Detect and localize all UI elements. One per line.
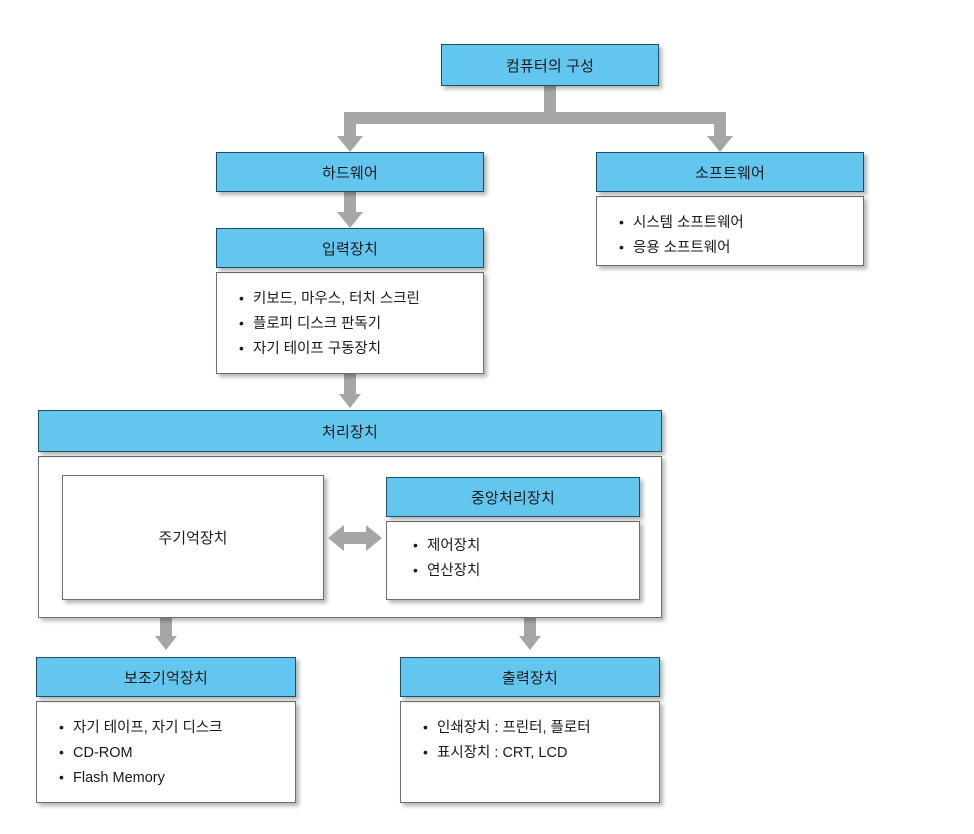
arrow-hardware-to-input [337, 212, 363, 228]
cpu-item-list: 제어장치 연산장치 [387, 522, 639, 584]
list-item: Flash Memory [59, 765, 295, 791]
list-item: 키보드, 마우스, 터치 스크린 [239, 286, 483, 312]
node-cpu-body: 제어장치 연산장치 [386, 521, 640, 600]
list-item: 인쇄장치 : 프린터, 플로터 [423, 715, 659, 741]
node-software-label: 소프트웨어 [694, 164, 765, 182]
node-software-header[interactable]: 소프트웨어 [596, 152, 864, 192]
list-item: 자기 테이프 구동장치 [239, 336, 483, 362]
list-item: 응용 소프트웨어 [619, 235, 863, 261]
list-item: CD-ROM [59, 740, 295, 766]
arrow-to-processing-unit [339, 394, 361, 408]
node-output-device-body: 인쇄장치 : 프린터, 플로터 표시장치 : CRT, LCD [400, 701, 660, 803]
node-output-device-header[interactable]: 출력장치 [400, 657, 660, 697]
list-item: 시스템 소프트웨어 [619, 210, 863, 236]
connector-hardware-to-processing [344, 374, 356, 394]
node-aux-storage-label: 보조기억장치 [123, 669, 208, 687]
list-item: 연산장치 [413, 558, 639, 584]
connector-root-right-drop [714, 112, 726, 138]
aux-storage-item-list: 자기 테이프, 자기 디스크 CD-ROM Flash Memory [37, 702, 295, 791]
arrow-processing-to-aux-storage [155, 636, 177, 650]
node-cpu-label: 중앙처리장치 [470, 489, 555, 507]
list-item: 자기 테이프, 자기 디스크 [59, 715, 295, 741]
connector-root-stem [544, 86, 556, 118]
node-input-device-header[interactable]: 입력장치 [216, 228, 484, 268]
arrow-root-to-hardware [337, 136, 363, 152]
node-processing-unit-label: 처리장치 [321, 423, 378, 441]
output-device-item-list: 인쇄장치 : 프린터, 플로터 표시장치 : CRT, LCD [401, 702, 659, 766]
node-software-body: 시스템 소프트웨어 응용 소프트웨어 [596, 196, 864, 266]
node-processing-unit-header[interactable]: 처리장치 [38, 410, 662, 452]
arrow-processing-to-output-device [519, 636, 541, 650]
software-item-list: 시스템 소프트웨어 응용 소프트웨어 [597, 197, 863, 261]
list-item: 플로피 디스크 판독기 [239, 311, 483, 337]
connector-processing-to-aux [160, 618, 172, 638]
connector-root-crossbar [344, 112, 726, 124]
node-hardware-label: 하드웨어 [321, 164, 378, 182]
node-hardware-header[interactable]: 하드웨어 [216, 152, 484, 192]
node-aux-storage-body: 자기 테이프, 자기 디스크 CD-ROM Flash Memory [36, 701, 296, 803]
connector-root-left-drop [344, 112, 356, 138]
node-root-label: 컴퓨터의 구성 [505, 57, 595, 75]
list-item: 표시장치 : CRT, LCD [423, 740, 659, 766]
node-cpu-header[interactable]: 중앙처리장치 [386, 477, 640, 517]
node-input-device-body: 키보드, 마우스, 터치 스크린 플로피 디스크 판독기 자기 테이프 구동장치 [216, 272, 484, 374]
double-arrow-memory-cpu [328, 525, 382, 551]
arrow-root-to-software [707, 136, 733, 152]
node-aux-storage-header[interactable]: 보조기억장치 [36, 657, 296, 697]
node-input-device-label: 입력장치 [321, 240, 378, 258]
input-device-item-list: 키보드, 마우스, 터치 스크린 플로피 디스크 판독기 자기 테이프 구동장치 [217, 273, 483, 362]
node-main-memory[interactable]: 주기억장치 [62, 475, 324, 600]
list-item: 제어장치 [413, 533, 639, 559]
node-main-memory-label: 주기억장치 [158, 530, 228, 547]
node-output-device-label: 출력장치 [501, 669, 558, 687]
connector-hardware-to-input [344, 192, 356, 215]
node-root-header[interactable]: 컴퓨터의 구성 [441, 44, 659, 86]
connector-processing-to-output [524, 618, 536, 638]
